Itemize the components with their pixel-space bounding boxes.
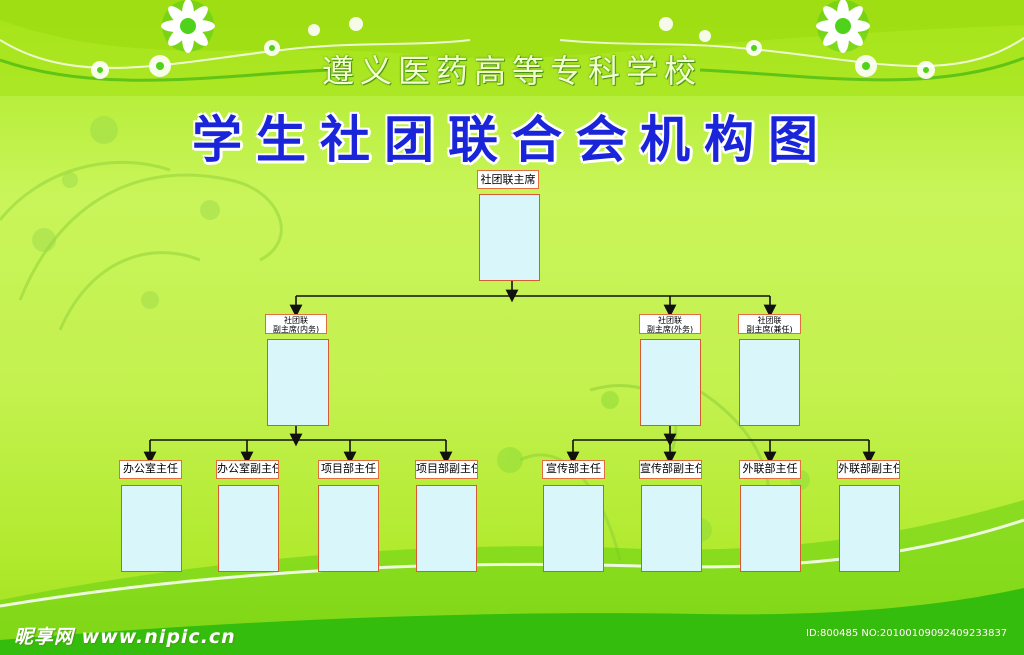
flower-icon (816, 0, 870, 53)
vine-left (0, 39, 471, 69)
node-label-vp-concurrent: 社团联 副主席(兼任) (738, 314, 801, 334)
page-title: 学生社团联合会机构图 (192, 111, 832, 169)
node-label-project-deputy: 项目部副主任 (415, 460, 478, 479)
photo-box-publicity-director (543, 485, 604, 572)
photo-box-publicity-deputy (641, 485, 702, 572)
node-label-liaison-deputy: 外联部副主任 (837, 460, 900, 479)
photo-box-president (479, 194, 540, 281)
node-label-vp-internal: 社团联 副主席(内务) (265, 314, 327, 334)
photo-box-vp-concurrent (739, 339, 800, 426)
node-label-office-deputy: 办公室副主任 (216, 460, 279, 479)
watermark-id: ID:800485 NO:20100109092409233837 (806, 628, 1008, 639)
node-label-liaison-director: 外联部主任 (739, 460, 801, 479)
node-label-president: 社团联主席 (477, 170, 539, 189)
node-label-project-director: 项目部主任 (318, 460, 379, 479)
node-label-office-director: 办公室主任 (119, 460, 182, 479)
node-label-publicity-deputy: 宣传部副主任 (639, 460, 702, 479)
flower-icon (161, 0, 215, 53)
photo-box-liaison-deputy (839, 485, 900, 572)
photo-box-office-deputy (218, 485, 279, 572)
photo-box-liaison-director (740, 485, 801, 572)
node-label-publicity-director: 宣传部主任 (542, 460, 605, 479)
node-label-vp-external: 社团联 副主席(外务) (639, 314, 701, 334)
photo-box-vp-external (640, 339, 701, 426)
photo-box-project-deputy (416, 485, 477, 572)
school-name: 遵义医药高等专科学校 (321, 52, 702, 90)
photo-box-vp-internal (267, 339, 329, 426)
watermark-site: 昵享网 www.nipic.cn (14, 626, 236, 648)
org-connectors (143, 281, 876, 465)
photo-box-project-director (318, 485, 379, 572)
photo-box-office-director (121, 485, 182, 572)
